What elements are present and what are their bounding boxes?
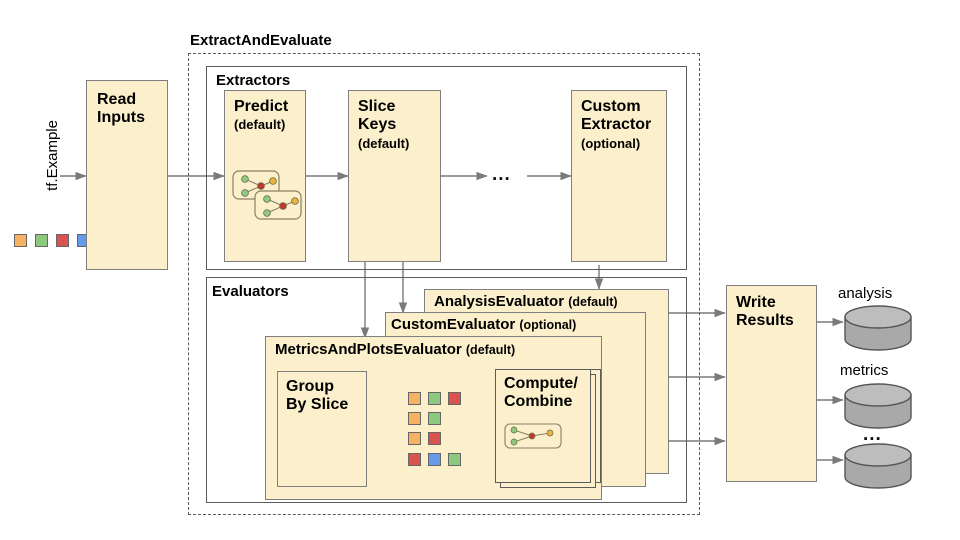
metrics-store-label: metrics (840, 362, 889, 379)
extractors-group-label: Extractors (216, 72, 291, 89)
evaluators-group (206, 277, 687, 503)
compute-combine-node[interactable]: Compute/ Combine (495, 369, 591, 483)
write-results-node[interactable]: Write Results (726, 285, 817, 482)
slice-chip (448, 453, 461, 466)
group-by-slice-node[interactable]: Group By Slice (277, 371, 367, 487)
graph-icon (232, 170, 302, 220)
more-store-cylinder[interactable] (843, 443, 913, 489)
outputs-ellipsis: ... (863, 424, 882, 445)
input-chip (56, 234, 69, 247)
slice-chip (408, 412, 421, 425)
slice-chip (408, 392, 421, 405)
input-label: tf.Example (44, 120, 61, 191)
slice-chip (428, 432, 441, 445)
extractor-node-slice-keys[interactable]: Slice Keys (default) (348, 90, 441, 262)
extractor-node-custom-extractor[interactable]: Custom Extractor (optional) (571, 90, 667, 262)
slice-chip (428, 453, 441, 466)
extractor-node-predict[interactable]: Predict (default) (224, 90, 306, 262)
predict-title: Predict (default) (234, 98, 289, 133)
read-inputs-title: Read Inputs (97, 91, 145, 127)
slice-keys-title: Slice Keys (default) (358, 98, 410, 151)
custom-extractor-title: Custom Extractor (optional) (581, 98, 652, 151)
analysis-store-label: analysis (838, 285, 893, 302)
evaluators-group-label: Evaluators (212, 283, 289, 300)
extractors-group (206, 66, 687, 270)
extract-and-evaluate-group (188, 53, 700, 515)
write-results-title: Write Results (736, 294, 794, 330)
analysis-evaluator-title: AnalysisEvaluator (default) (434, 293, 618, 310)
slice-chip (428, 412, 441, 425)
metrics-store-cylinder[interactable] (843, 383, 913, 429)
group-by-slice-title: Group By Slice (286, 378, 349, 414)
slice-chip (428, 392, 441, 405)
graph-icon (504, 423, 562, 449)
analysis-store-cylinder[interactable] (843, 305, 913, 351)
compute-combine-title: Compute/ Combine (504, 375, 578, 411)
slice-chip (408, 453, 421, 466)
input-chip (14, 234, 27, 247)
input-chip (35, 234, 48, 247)
read-inputs-node[interactable]: Read Inputs (86, 80, 168, 270)
custom-evaluator-title: CustomEvaluator (optional) (391, 316, 577, 333)
slice-chip (408, 432, 421, 445)
metrics-and-plots-evaluator-title: MetricsAndPlotsEvaluator (default) (275, 341, 516, 358)
slice-chip (448, 392, 461, 405)
extractors-ellipsis: ... (492, 164, 511, 185)
extract-and-evaluate-title: ExtractAndEvaluate (190, 32, 332, 49)
